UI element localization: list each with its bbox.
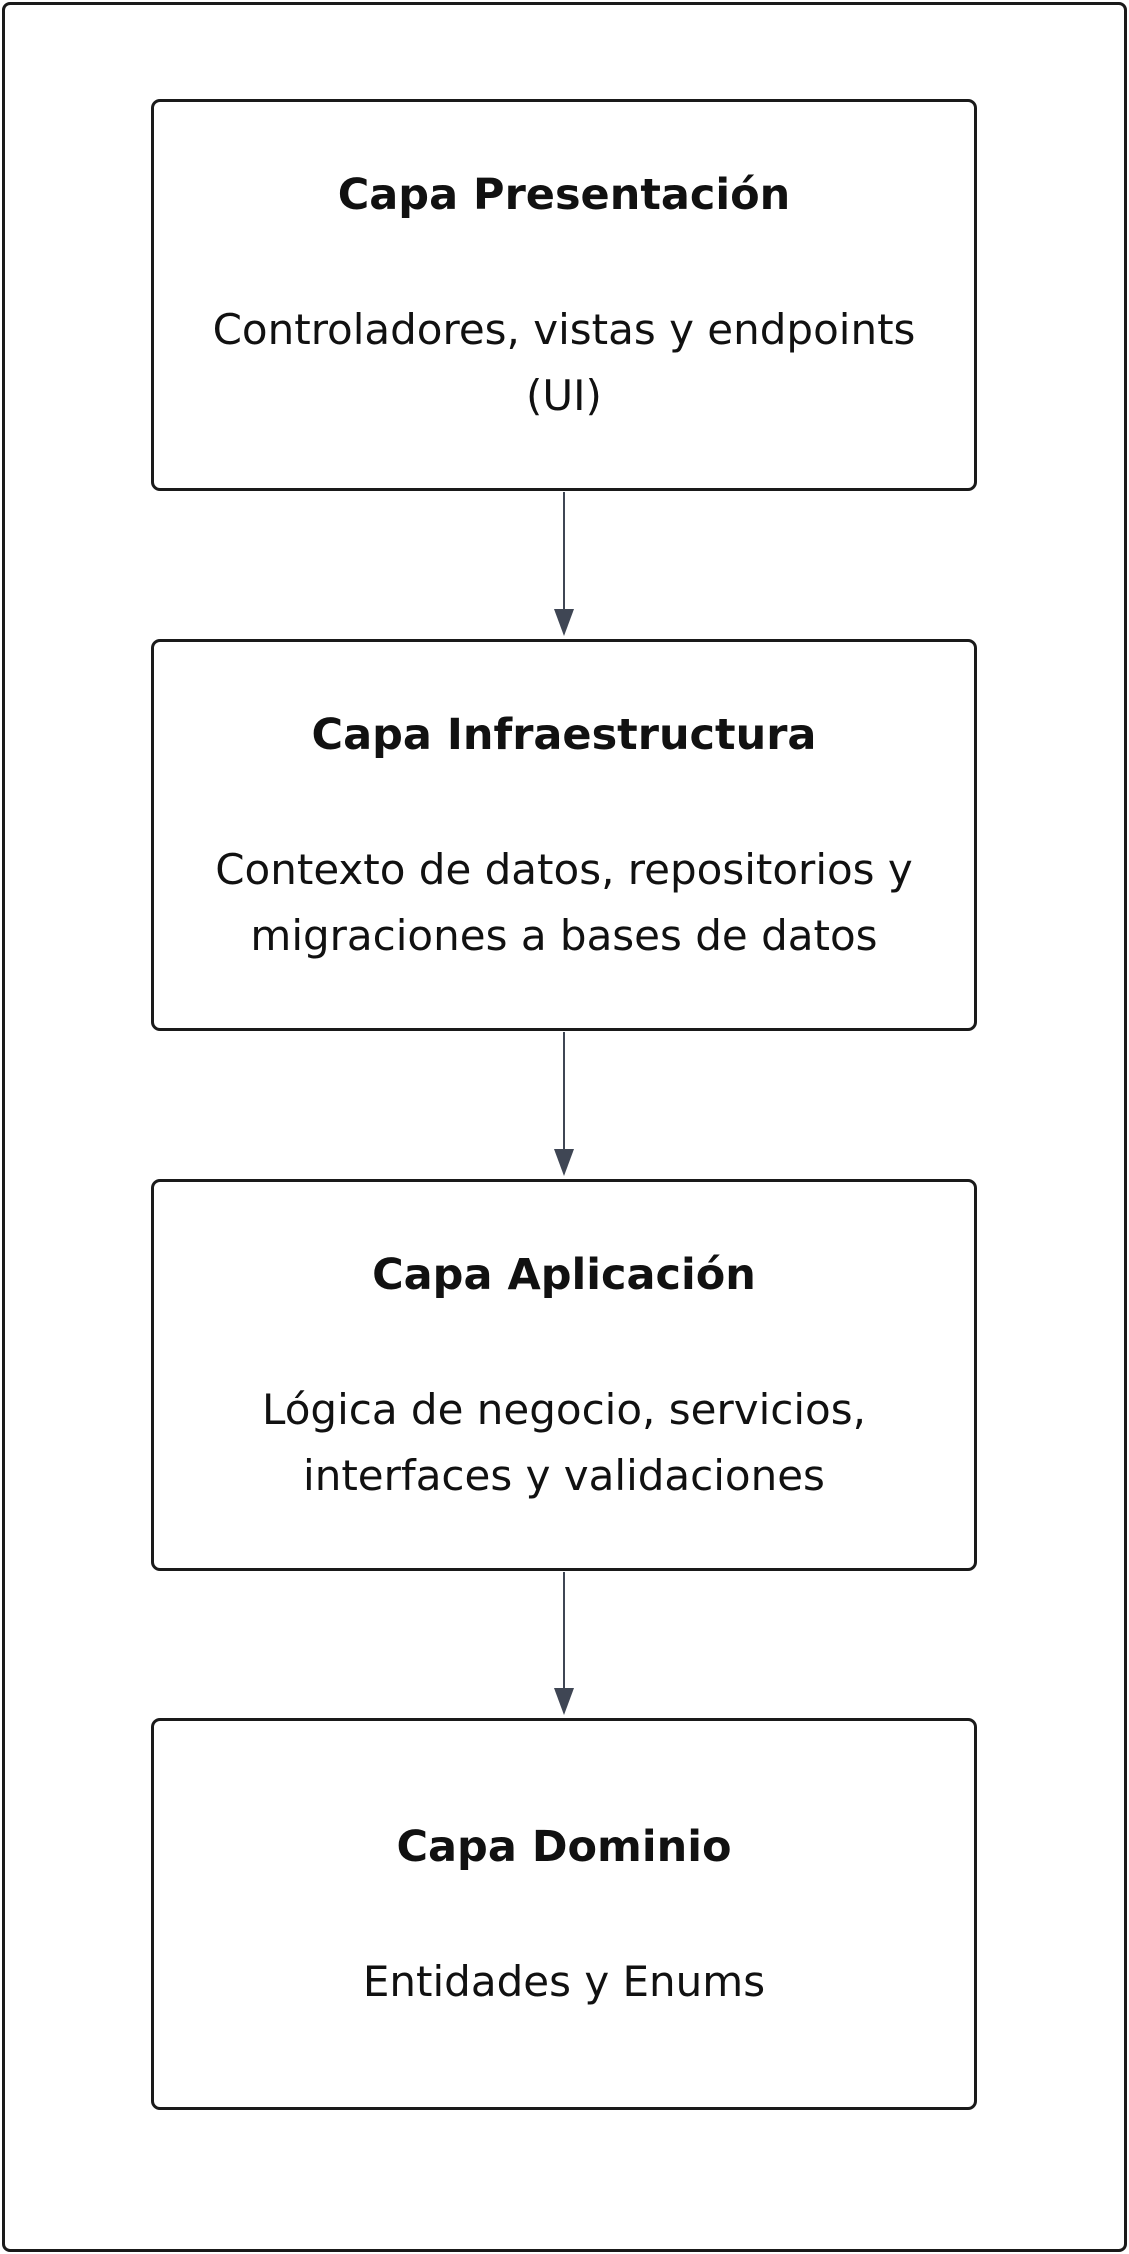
layer-title-infraestructura: Capa Infraestructura [311, 710, 817, 760]
layer-box-dominio: Capa Dominio Entidades y Enums [151, 1718, 977, 2110]
layer-title-dominio: Capa Dominio [396, 1822, 732, 1872]
layer-title-aplicacion: Capa Aplicación [372, 1250, 756, 1300]
layer-description-aplicacion: Lógica de negocio, servicios, interfaces… [262, 1385, 866, 1500]
layer-description-dominio: Entidades y Enums [362, 1957, 766, 2006]
layer-box-presentacion: Capa Presentación Controladores, vistas … [151, 99, 977, 491]
arrow-infraestructura-to-aplicacion [554, 1032, 574, 1176]
layer-box-infraestructura: Capa Infraestructura Contexto de datos, … [151, 639, 977, 1031]
arrow-aplicacion-to-dominio [554, 1572, 574, 1715]
layer-description-infraestructura: Contexto de datos, repositorios y migrac… [215, 845, 913, 960]
arrow-presentacion-to-infraestructura [554, 492, 574, 636]
layer-title-presentacion: Capa Presentación [337, 170, 791, 220]
layer-box-aplicacion: Capa Aplicación Lógica de negocio, servi… [151, 1179, 977, 1571]
layer-description-presentacion: Controladores, vistas y endpoints (UI) [212, 305, 916, 420]
